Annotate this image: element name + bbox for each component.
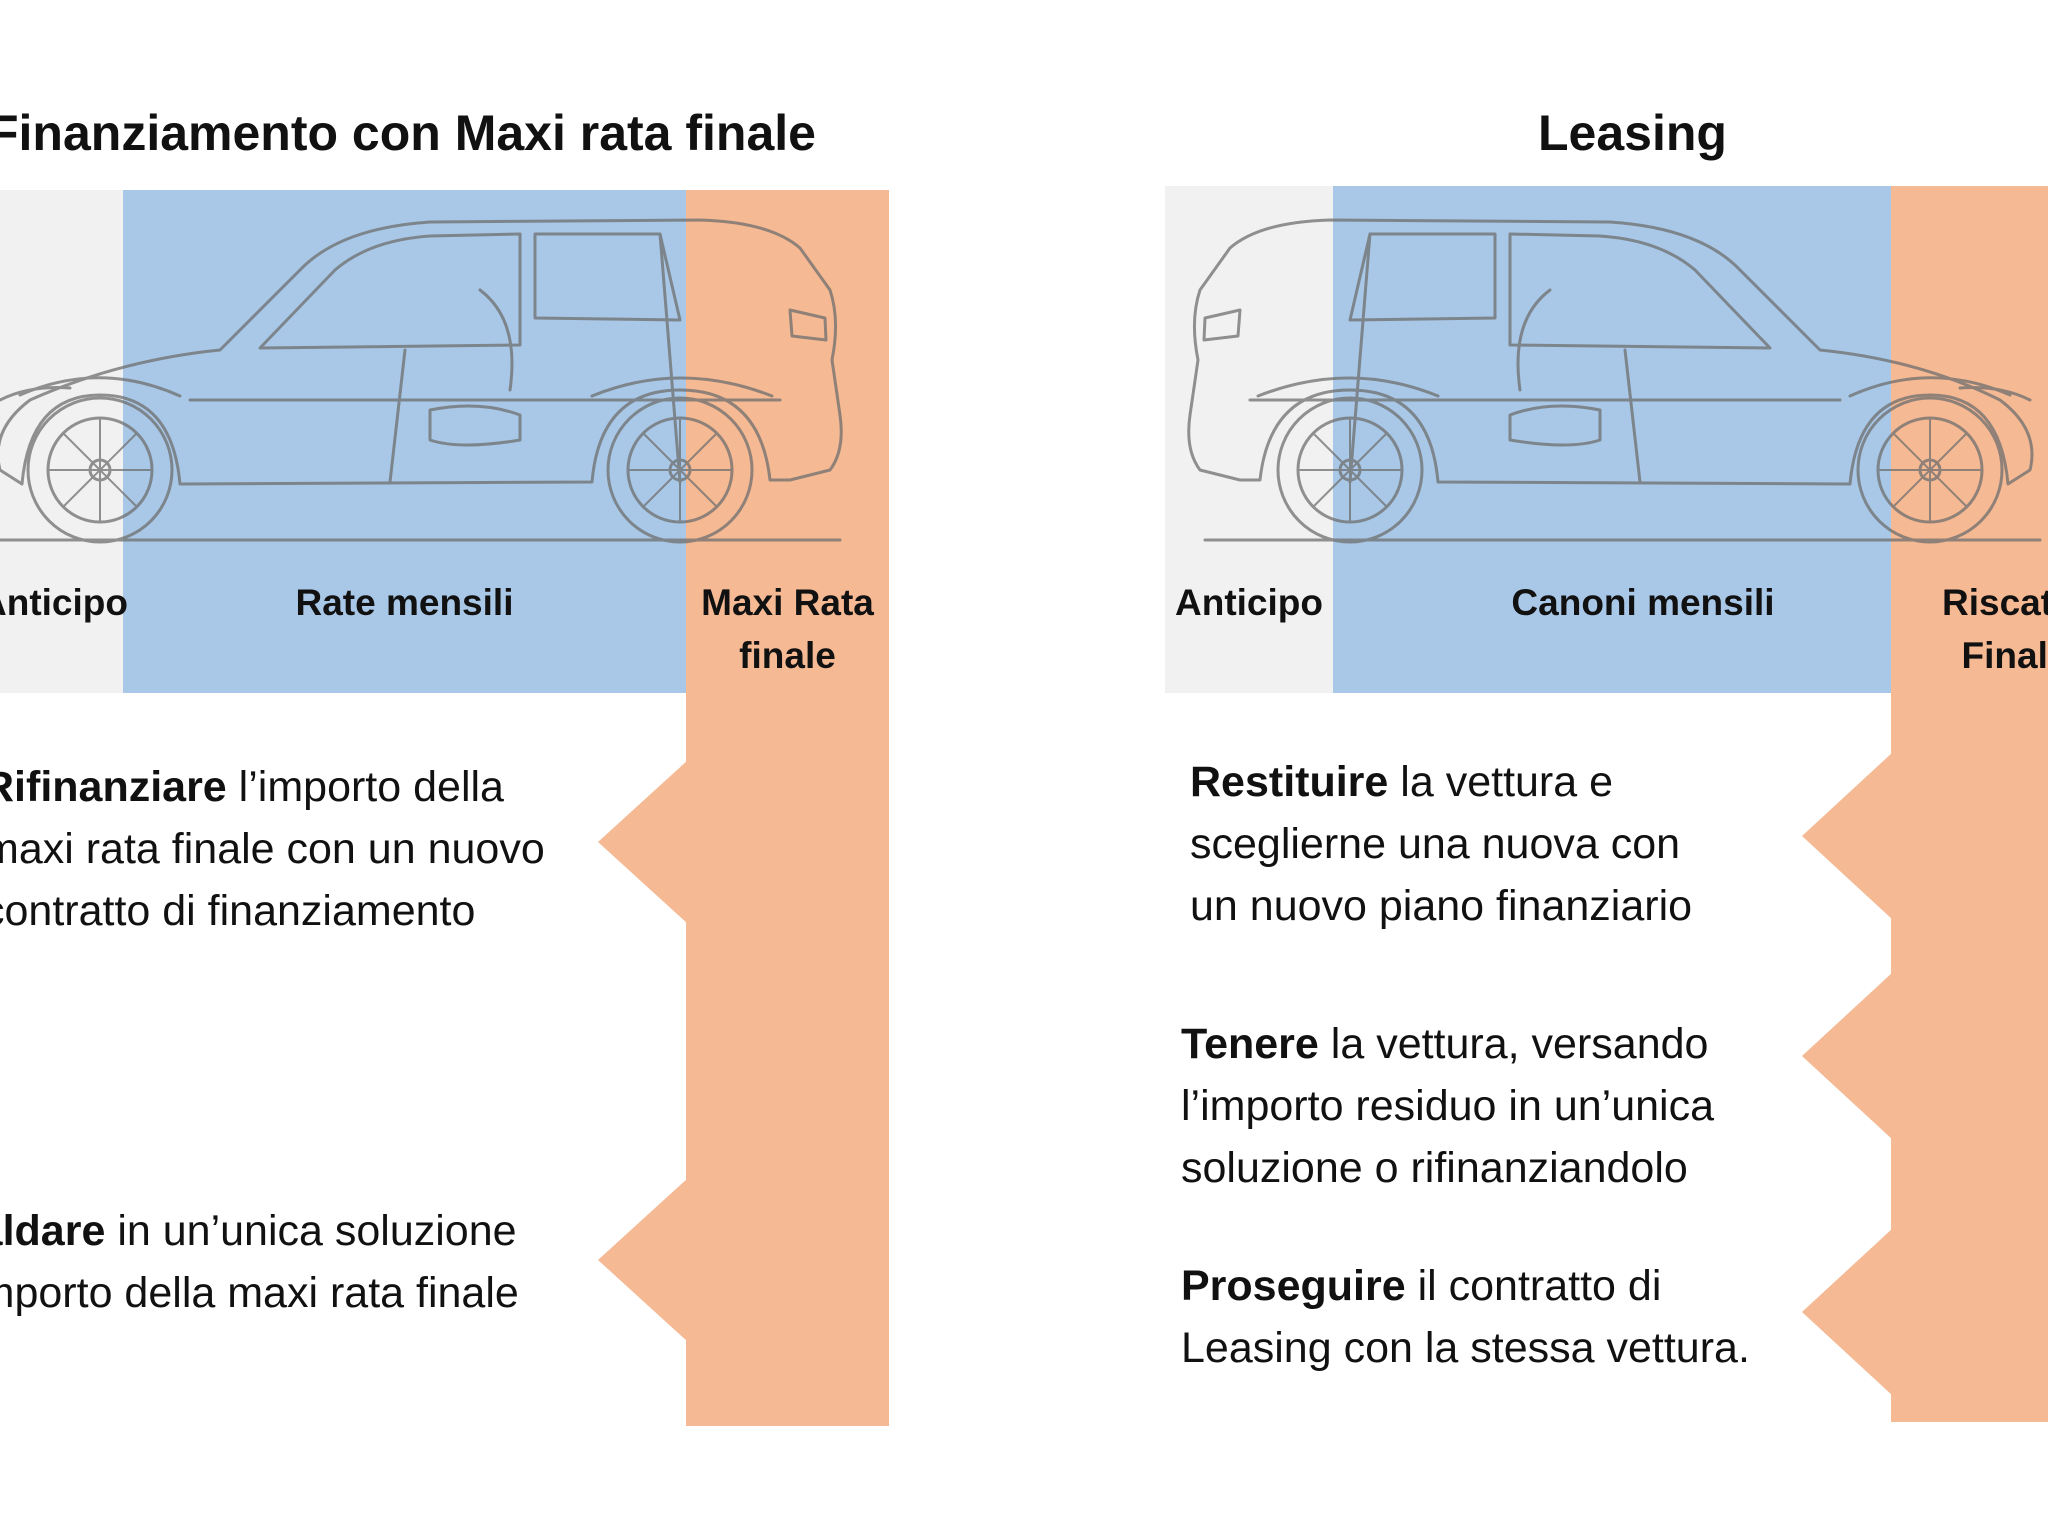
left-pointing-callout-arrow-icon xyxy=(1802,972,1893,1140)
right-riscatto-label-line1: Riscatto xyxy=(1942,582,2048,623)
right-riscatto-label-line2: Finale xyxy=(1961,635,2048,676)
right-option-tenere: Tenere la vettura, versando l’importo re… xyxy=(1181,1013,1714,1199)
left-panel-title: Finanziamento con Maxi rata finale xyxy=(0,105,816,161)
option-keyword: Saldare xyxy=(0,1207,106,1255)
right-riscatto-band xyxy=(1891,186,2048,1422)
option-keyword: Proseguire xyxy=(1181,1262,1406,1310)
option-text: in un’unica soluzione xyxy=(105,1207,517,1255)
left-maxi-rata-label-line2: finale xyxy=(739,635,836,676)
left-option-saldare: Saldare in un’unica soluzione l’importo … xyxy=(0,1200,519,1324)
left-pointing-callout-arrow-icon xyxy=(598,1178,688,1342)
option-keyword: Restituire xyxy=(1190,758,1389,806)
right-canoni-mensili-label: Canoni mensili xyxy=(1511,582,1775,623)
option-text: la vettura e xyxy=(1388,758,1614,806)
option-text: soluzione o rifinanziandolo xyxy=(1181,1144,1688,1192)
left-maxi-rata-band xyxy=(686,190,889,1426)
left-anticipo-label: Anticipo xyxy=(0,582,128,623)
option-text: maxi rata finale con un nuovo xyxy=(0,825,545,873)
option-text: l’importo residuo in un’unica xyxy=(1181,1082,1715,1130)
option-text: un nuovo piano finanziario xyxy=(1190,882,1693,930)
left-pointing-callout-arrow-icon xyxy=(1802,1228,1893,1396)
left-option-rifinanziare: Rifinanziare l’importo della maxi rata f… xyxy=(0,756,545,942)
left-rate-mensili-label: Rate mensili xyxy=(295,582,514,623)
right-option-proseguire: Proseguire il contratto di Leasing con l… xyxy=(1181,1255,1750,1379)
option-text: Leasing con la stessa vettura. xyxy=(1181,1324,1750,1372)
left-pointing-callout-arrow-icon xyxy=(1802,752,1893,920)
right-riscatto-label: Riscatto Finale xyxy=(1900,576,2048,682)
right-option-restituire: Restituire la vettura e sceglierne una n… xyxy=(1190,751,1692,937)
left-pointing-callout-arrow-icon xyxy=(598,760,688,924)
option-text: sceglierne una nuova con xyxy=(1190,820,1681,868)
option-text: il contratto di xyxy=(1405,1262,1662,1310)
right-anticipo-label: Anticipo xyxy=(1175,582,1323,623)
left-maxi-rata-label-line1: Maxi Rata xyxy=(701,582,874,623)
left-maxi-rata-label: Maxi Rata finale xyxy=(686,576,889,682)
option-keyword: Tenere xyxy=(1181,1020,1319,1068)
right-panel-title: Leasing xyxy=(1538,105,1727,161)
option-keyword: Rifinanziare xyxy=(0,763,227,811)
option-text: l’importo della maxi rata finale xyxy=(0,1269,519,1317)
option-text: contratto di finanziamento xyxy=(0,887,476,935)
option-text: l’importo della xyxy=(226,763,504,811)
option-text: la vettura, versando xyxy=(1318,1020,1709,1068)
